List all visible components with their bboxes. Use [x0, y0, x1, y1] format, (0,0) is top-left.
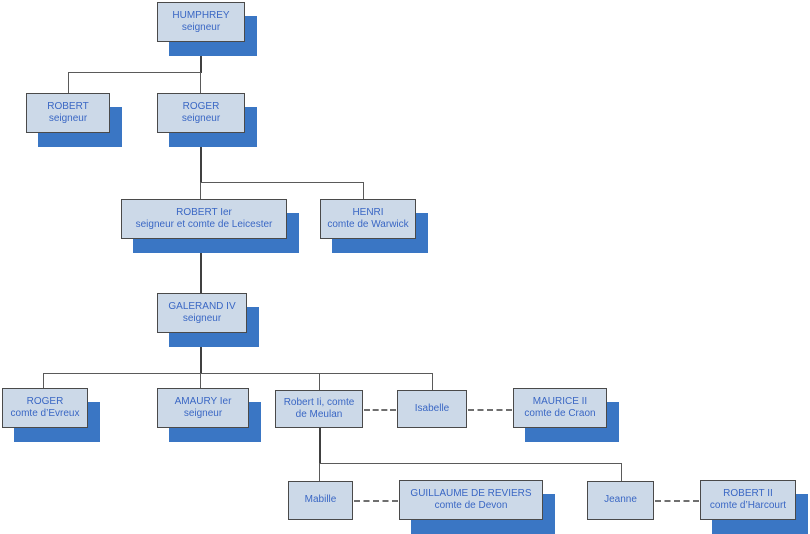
- connector-drop-isabelle: [432, 373, 433, 391]
- node-title: Robert Ii, comte: [283, 396, 355, 408]
- node-title: Isabelle: [414, 402, 450, 414]
- connector-drop-mabille: [319, 463, 320, 482]
- connector-drop-robert-ii: [319, 373, 320, 391]
- connector-children-bus: [319, 463, 622, 464]
- node-subtitle: seigneur: [183, 408, 223, 419]
- node-subtitle: seigneur et comte de Leicester: [135, 219, 273, 230]
- connector-robert1-stem: [200, 239, 202, 294]
- connector-drop-roger: [200, 72, 201, 94]
- node-subtitle: comte d’Harcourt: [709, 500, 787, 511]
- node-title: Mabille: [304, 494, 337, 506]
- node-subtitle: comte d’Evreux: [10, 408, 80, 419]
- node-subtitle: seigneur: [182, 313, 222, 324]
- connector-humphrey-bus: [68, 72, 201, 73]
- node-subtitle: seigneur: [48, 113, 88, 124]
- node-title: ROBERT Ier: [176, 206, 232, 218]
- connector-drop-roger-ev: [43, 373, 44, 389]
- connector-roger-stem: [200, 133, 202, 183]
- marriage-link-robert-ii-isabelle: [364, 409, 396, 411]
- node-title: ROGER: [182, 100, 220, 112]
- node-subtitle: comte de Craon: [524, 408, 596, 419]
- marriage-link-isabelle-maurice: [468, 409, 512, 411]
- connector-drop-robert: [68, 72, 69, 94]
- connector-drop-henri: [363, 182, 364, 200]
- connector-robert-ii-stem: [319, 428, 321, 464]
- node-title: ROBERT II: [723, 487, 773, 499]
- node-title: ROBERT: [47, 100, 89, 112]
- node-title: ROGER: [26, 395, 64, 407]
- node-subtitle: de Meulan: [295, 409, 343, 420]
- connector-roger-bus: [200, 182, 363, 183]
- node-subtitle: comte de Warwick: [327, 219, 409, 230]
- node-title: GALERAND IV: [168, 300, 236, 312]
- connector-galerand-stem: [200, 333, 202, 374]
- connector-drop-robert1: [200, 182, 201, 200]
- connector-drop-amaury: [200, 373, 201, 389]
- node-subtitle: comte de Devon: [434, 500, 508, 511]
- connector-drop-jeanne: [621, 463, 622, 482]
- node-title: HENRI: [352, 206, 384, 218]
- node-title: Jeanne: [604, 494, 637, 506]
- node-mabille[interactable]: Mabille: [288, 481, 353, 520]
- node-subtitle: seigneur: [181, 113, 221, 124]
- marriage-link-jeanne-robert2: [655, 500, 699, 502]
- node-isabelle[interactable]: Isabelle: [397, 390, 467, 428]
- node-subtitle: seigneur: [181, 22, 221, 33]
- connector-galerand-bus: [43, 373, 432, 374]
- node-title: GUILLAUME DE REVIERS: [410, 487, 532, 499]
- node-title: HUMPHREY: [172, 9, 230, 21]
- node-jeanne[interactable]: Jeanne: [587, 481, 654, 520]
- node-title: AMAURY Ier: [174, 395, 232, 407]
- marriage-link-mabille-guillaume: [354, 500, 398, 502]
- connector-humphrey-stem: [200, 42, 202, 73]
- node-title: MAURICE II: [532, 395, 588, 407]
